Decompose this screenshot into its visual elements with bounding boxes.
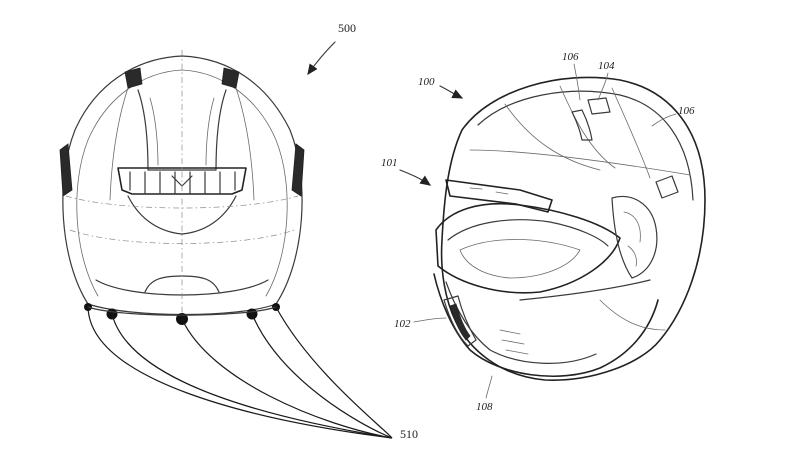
front-crown-line-2 — [559, 85, 616, 169]
rear-center-channel — [137, 89, 227, 171]
rear-arc-axis — [69, 229, 295, 244]
front-visor — [435, 202, 621, 294]
label-500: 500 — [338, 21, 356, 35]
front-crown-line-1 — [504, 103, 601, 171]
label-104: 104 — [598, 60, 615, 72]
front-chin-bar — [433, 273, 659, 378]
front-crown-cross — [469, 149, 691, 176]
leader-106-top — [573, 63, 581, 101]
leader-108 — [485, 375, 493, 399]
rear-horizontal-axis — [65, 195, 299, 209]
rear-crown-ridge-left — [109, 81, 131, 201]
helmet-rear-view — [59, 50, 305, 318]
front-cheek-pad — [611, 196, 658, 279]
front-brow-vent — [445, 179, 553, 213]
label-108: 108 — [476, 401, 493, 413]
label-106-top: 106 — [562, 51, 579, 63]
rear-side-vent-left — [59, 143, 73, 197]
front-side-vent — [655, 175, 679, 199]
front-brow-slots — [469, 187, 509, 195]
rear-lower-panel — [127, 195, 237, 235]
front-cheek-detail — [623, 211, 641, 267]
arrow-101 — [399, 169, 431, 186]
front-lower-shell — [599, 299, 666, 331]
rear-top-vent-left — [124, 67, 143, 89]
front-mouth-vents — [499, 329, 529, 355]
front-eyeport — [459, 239, 581, 279]
rear-side-vent-right — [291, 143, 305, 197]
sensor-base-strip — [87, 306, 277, 316]
leader-102 — [413, 317, 447, 323]
rear-top-vent-right — [221, 67, 240, 89]
rear-crown-ridge-right — [233, 81, 255, 201]
label-106-right: 106 — [678, 105, 695, 117]
front-chin-vent — [443, 295, 477, 347]
leader-lines-510 — [87, 306, 393, 439]
rear-shell-inner — [76, 69, 288, 297]
front-visor-inner — [447, 219, 609, 247]
label-510: 510 — [400, 427, 418, 441]
front-shell-ridge — [477, 90, 694, 201]
label-100: 100 — [418, 76, 435, 88]
front-shell-outline — [440, 76, 706, 381]
front-chin-vent-dark — [449, 303, 471, 341]
sensor-array — [84, 303, 280, 325]
arrow-500 — [307, 41, 336, 75]
front-top-slot — [571, 109, 593, 141]
front-top-vent — [587, 97, 611, 115]
label-102: 102 — [394, 318, 411, 330]
rear-exhaust-spoiler — [117, 167, 247, 195]
rear-channel-inner — [149, 97, 215, 166]
rear-spoiler-fins — [129, 171, 236, 195]
leader-106-right — [651, 113, 677, 127]
front-neck-roll — [519, 279, 651, 301]
front-crown-line-3 — [611, 87, 651, 179]
reference-labels: 500 510 100 101 106 104 106 102 108 — [307, 21, 695, 441]
helmet-front-view — [433, 76, 706, 381]
label-101: 101 — [381, 157, 398, 169]
leader-104 — [597, 72, 609, 101]
arrow-100 — [439, 85, 464, 99]
